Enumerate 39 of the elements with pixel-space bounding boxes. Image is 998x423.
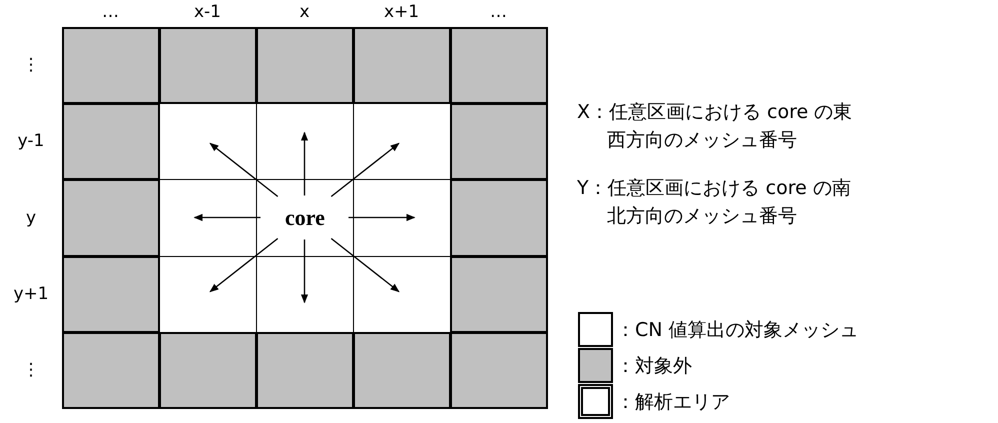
excluded-mesh-cell — [62, 256, 160, 333]
row-label: ⋮ — [22, 360, 40, 380]
target-mesh-cell — [353, 256, 451, 333]
legend-text: ：対象外 — [616, 354, 692, 379]
row-label: y+1 — [13, 284, 49, 304]
arrow — [300, 240, 308, 304]
row-label: y — [26, 208, 36, 228]
excluded-mesh-cell — [450, 332, 548, 409]
excluded-mesh-cell — [159, 332, 257, 409]
excluded-mesh-cell — [256, 332, 354, 409]
excluded-mesh-cell — [450, 103, 548, 180]
excluded-mesh-cell — [353, 27, 451, 104]
excluded-mesh-cell — [62, 332, 160, 409]
legend-note: Y：任意区画における core の南北方向のメッシュ番号 — [577, 176, 852, 229]
excluded-mesh-cell — [159, 27, 257, 104]
legend-text: ：CN 値算出の対象メッシュ — [616, 318, 859, 343]
target-mesh-cell — [353, 103, 451, 180]
excluded-mesh-cell — [62, 179, 160, 257]
target-mesh-cell — [159, 103, 257, 180]
column-label: x — [299, 2, 310, 22]
row-label: ⋮ — [22, 55, 40, 76]
excluded-mesh-cell — [62, 103, 160, 180]
excluded-mesh-cell — [450, 179, 548, 257]
target-mesh-cell — [159, 256, 257, 333]
arrow — [300, 132, 308, 196]
legend-text: ：解析エリア — [616, 390, 730, 415]
excluded-mesh-cell — [256, 27, 354, 104]
excluded-mesh-cell — [450, 256, 548, 333]
excluded-mesh-cell — [450, 27, 548, 104]
column-label: x+1 — [384, 2, 420, 22]
column-label: … — [102, 2, 119, 22]
excluded-mesh-cell — [62, 27, 160, 104]
excluded-mesh-cell — [353, 332, 451, 409]
arrow — [194, 214, 260, 222]
legend-note: X：任意区画における core の東西方向のメッシュ番号 — [577, 100, 854, 153]
column-label: x-1 — [194, 2, 221, 22]
arrow — [348, 214, 416, 222]
row-label: y-1 — [18, 131, 44, 152]
column-label: … — [490, 2, 507, 22]
